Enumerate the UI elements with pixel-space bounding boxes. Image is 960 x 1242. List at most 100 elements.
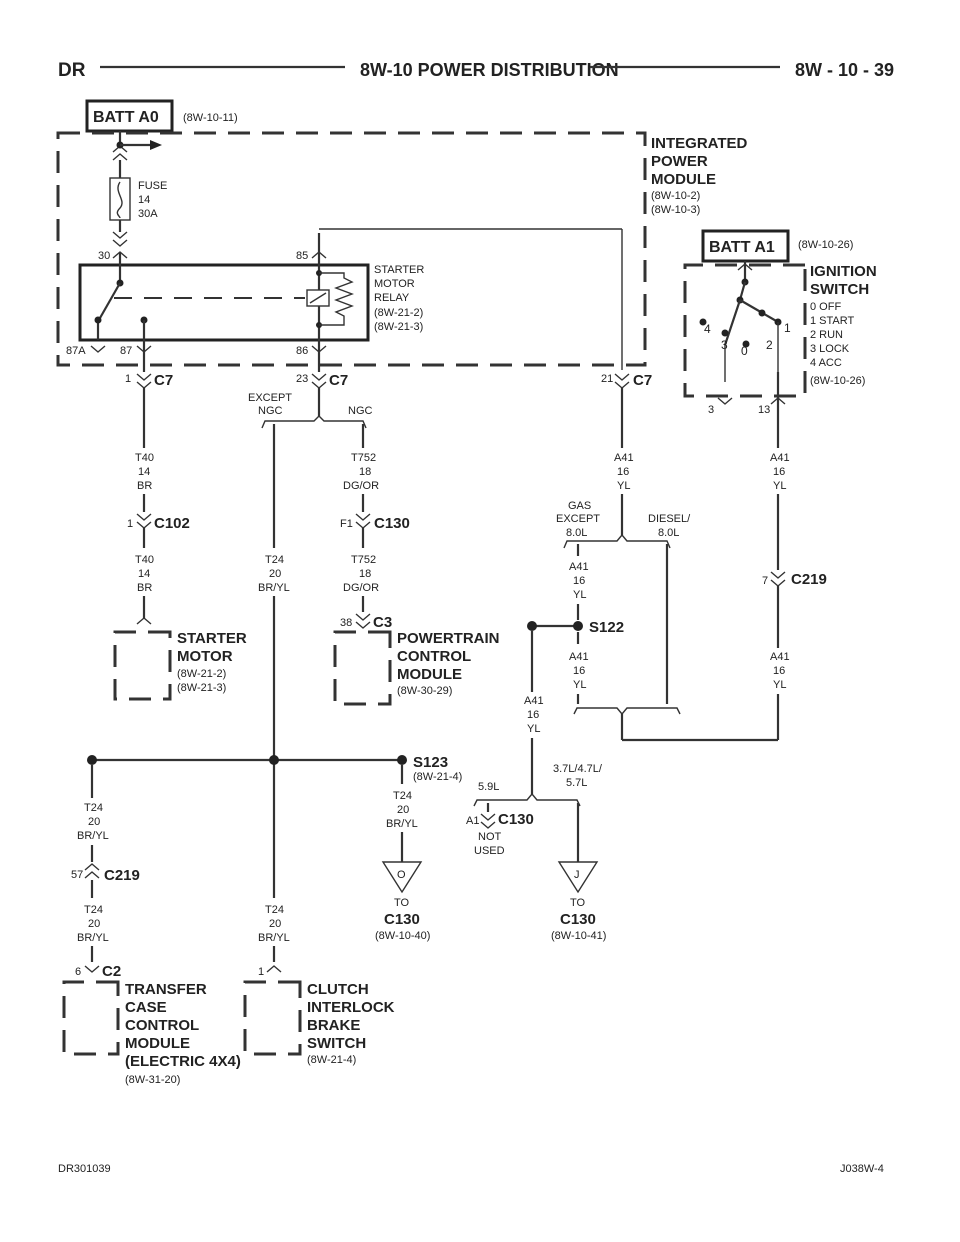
t24e-1: T24	[265, 904, 284, 916]
pcm-ref: (8W-30-29)	[397, 685, 452, 697]
t24b-3: BR/YL	[386, 818, 418, 830]
to-o-to: TO	[394, 897, 410, 909]
fuse-label-3: 30A	[138, 208, 158, 220]
c2-pin: 6	[75, 966, 81, 978]
a41e-1: A41	[770, 651, 790, 663]
starter-ref-2: (8W-21-3)	[177, 682, 226, 694]
connector-c7-23	[311, 373, 327, 389]
contact-dot	[742, 340, 750, 348]
to-o-conn: C130	[384, 911, 420, 928]
a41f-2: 16	[773, 466, 785, 478]
ipm-label-3: MODULE	[651, 171, 716, 188]
c7-label-mid: C7	[329, 372, 348, 389]
relay-pin-30: 30	[98, 250, 110, 262]
starter-label-2: MOTOR	[177, 648, 233, 665]
tccm-label-4: MODULE	[125, 1035, 190, 1052]
s123-ref: (8W-21-4)	[413, 771, 462, 783]
to-o-letter: O	[397, 869, 406, 881]
clutch-switch-outline	[243, 980, 302, 1056]
eng-37l: 3.7L/4.7L/	[553, 763, 603, 775]
t40b-2: 14	[138, 568, 150, 580]
gas-label-1: GAS	[568, 500, 591, 512]
batt-a1-ref: (8W-10-26)	[798, 239, 853, 251]
c130b-not: NOT	[478, 831, 502, 843]
pin-chevron	[717, 397, 733, 405]
c219b-pin: 57	[71, 869, 83, 881]
to-j-to: TO	[570, 897, 586, 909]
gas-label-3: 8.0L	[566, 527, 587, 539]
clutch-label-1: CLUTCH	[307, 981, 369, 998]
ign-pos-1: 1 START	[810, 315, 854, 327]
option-splice	[563, 533, 671, 549]
ipm-label-1: INTEGRATED	[651, 135, 748, 152]
batt-a0-box	[85, 99, 174, 133]
ignition-switch-outline	[683, 263, 807, 398]
clutch-label-4: SWITCH	[307, 1035, 366, 1052]
a41b-3: YL	[573, 589, 586, 601]
splice-dot	[527, 621, 537, 631]
t24d-1: T24	[84, 904, 103, 916]
ign-ref: (8W-10-26)	[810, 375, 865, 387]
gas-label-2: EXCEPT	[556, 513, 600, 525]
contact-dot	[699, 318, 707, 326]
batt-a0-label: BATT A0	[93, 109, 159, 126]
pin-chevron	[90, 345, 106, 353]
to-j-letter: J	[574, 869, 580, 881]
option-splice	[473, 792, 581, 807]
batt-a0-ref: (8W-10-11)	[183, 112, 238, 124]
splice-dot	[87, 755, 97, 765]
arrow-icon	[150, 140, 162, 150]
a41e-2: 16	[773, 665, 785, 677]
ign-pin-13: 13	[758, 404, 770, 416]
relay-pin-86: 86	[296, 345, 308, 357]
ign-n4: 4	[704, 322, 711, 336]
t24e-3: BR/YL	[258, 932, 290, 944]
splice-dot	[397, 755, 407, 765]
c130b-pin: A1	[466, 815, 479, 827]
relay-label-3: RELAY	[374, 292, 410, 304]
starter-motor-outline	[113, 630, 172, 701]
c7-label: C7	[154, 372, 173, 389]
fuse-label-2: 14	[138, 194, 150, 206]
t752b-2: 18	[359, 568, 371, 580]
c219b-label: C219	[104, 867, 140, 884]
t24d-3: BR/YL	[77, 932, 109, 944]
t752b-1: T752	[351, 554, 376, 566]
pin-chevron	[737, 263, 753, 271]
ign-n1: 1	[784, 321, 791, 335]
t752a-2: 18	[359, 466, 371, 478]
tccm-ref: (8W-31-20)	[125, 1074, 180, 1086]
ign-n0: 0	[741, 344, 748, 358]
eng-59l: 5.9L	[478, 781, 499, 793]
ign-pin-3: 3	[708, 404, 714, 416]
fuse-label-1: FUSE	[138, 180, 167, 192]
c130a-label: C130	[374, 515, 410, 532]
t40b-1: T40	[135, 554, 154, 566]
option-splice	[573, 707, 681, 716]
tccm-label-2: CASE	[125, 999, 167, 1016]
connector-c219-7	[770, 571, 786, 587]
relay-label-1: STARTER	[374, 264, 424, 276]
c2-label: C2	[102, 963, 121, 980]
starter-ref-1: (8W-21-2)	[177, 668, 226, 680]
s123-label: S123	[413, 754, 448, 771]
relay-ref-2: (8W-21-3)	[374, 321, 423, 333]
a41f-3: YL	[773, 480, 786, 492]
diesel-label-1: DIESEL/	[648, 513, 691, 525]
a41c-2: 16	[573, 665, 585, 677]
t752a-3: DG/OR	[343, 480, 379, 492]
c219a-label: C219	[791, 571, 827, 588]
a41a-3: YL	[617, 480, 630, 492]
fuse-symbol	[109, 177, 131, 221]
ngc-label-2: NGC	[348, 405, 373, 417]
a41c-3: YL	[573, 679, 586, 691]
connector-c130-f1	[355, 513, 371, 529]
t40a-2: 14	[138, 466, 150, 478]
c3-label: C3	[373, 614, 392, 631]
pcm-label-2: CONTROL	[397, 648, 471, 665]
t40b-3: BR	[137, 582, 152, 594]
t24b-2: 20	[397, 804, 409, 816]
t24a-3: BR/YL	[258, 582, 290, 594]
t24c-1: T24	[84, 802, 103, 814]
relay-pin-87: 87	[120, 345, 132, 357]
